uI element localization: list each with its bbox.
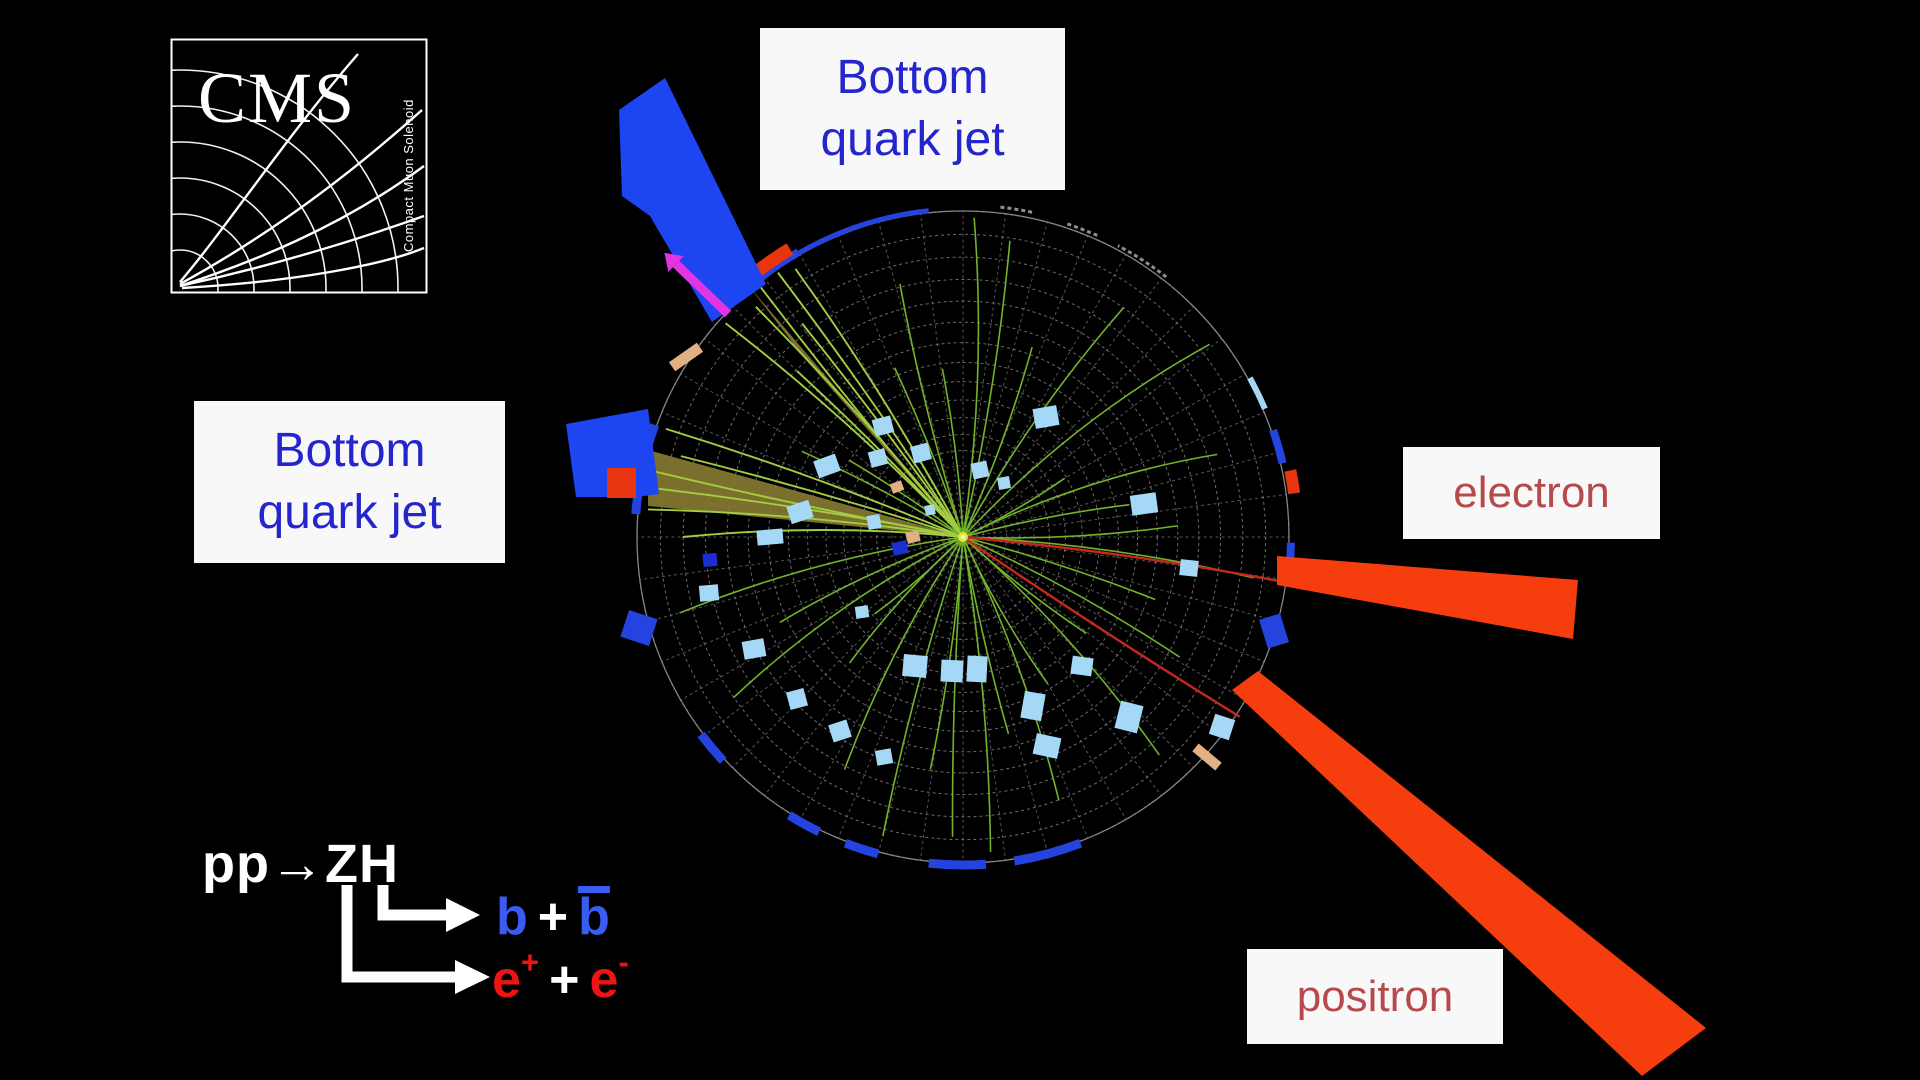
particle-tracks [647,217,1254,853]
b-quark-text: b [496,888,528,946]
decay-b-line: b+b [496,886,610,947]
electron-jet [1277,556,1578,639]
magenta-arrow [664,252,732,318]
plus-sign: + [537,888,569,946]
label-line: positron [1296,971,1454,1021]
b-jet-left [566,409,659,497]
cms-logo-text: CMS [198,58,356,138]
energy-jets [566,78,1706,1076]
calorimeter-hits [620,405,1289,766]
electron-text: e- [589,944,629,1009]
rim-tan-deposits [668,342,1222,771]
b-jet-top [619,78,766,322]
collision-vertex [958,532,968,542]
positron-text: e+ [492,944,540,1009]
label-line: electron [1453,468,1610,517]
b-antiquark-text: b [578,886,610,946]
label-bottom-quark-jet-top: Bottom quark jet [760,28,1065,190]
label-electron: electron [1403,447,1660,539]
label-line: Bottom [836,51,989,104]
label-line: quark jet [257,486,442,539]
label-positron: positron [1247,949,1503,1044]
b-jet-left-red-cell [607,468,636,498]
positron-jet [1232,671,1706,1076]
jet-cones [648,285,963,537]
plus-sign: + [549,951,580,1009]
label-line: quark jet [820,113,1005,166]
cms-logo-subtitle: Compact Muon Solenoid [401,99,416,252]
decay-process-text: pp→ZH [202,834,399,894]
cms-logo-tracks [179,53,425,290]
label-bottom-quark-jet-left: Bottom quark jet [194,401,505,563]
cms-logo-border [170,38,428,294]
decay-e-line: e++e- [492,944,629,1010]
cms-logo: CMS Compact Muon Solenoid [170,38,428,294]
cms-logo-arcs [172,69,399,292]
label-line: Bottom [273,424,426,477]
lepton-tracks [962,535,1287,720]
